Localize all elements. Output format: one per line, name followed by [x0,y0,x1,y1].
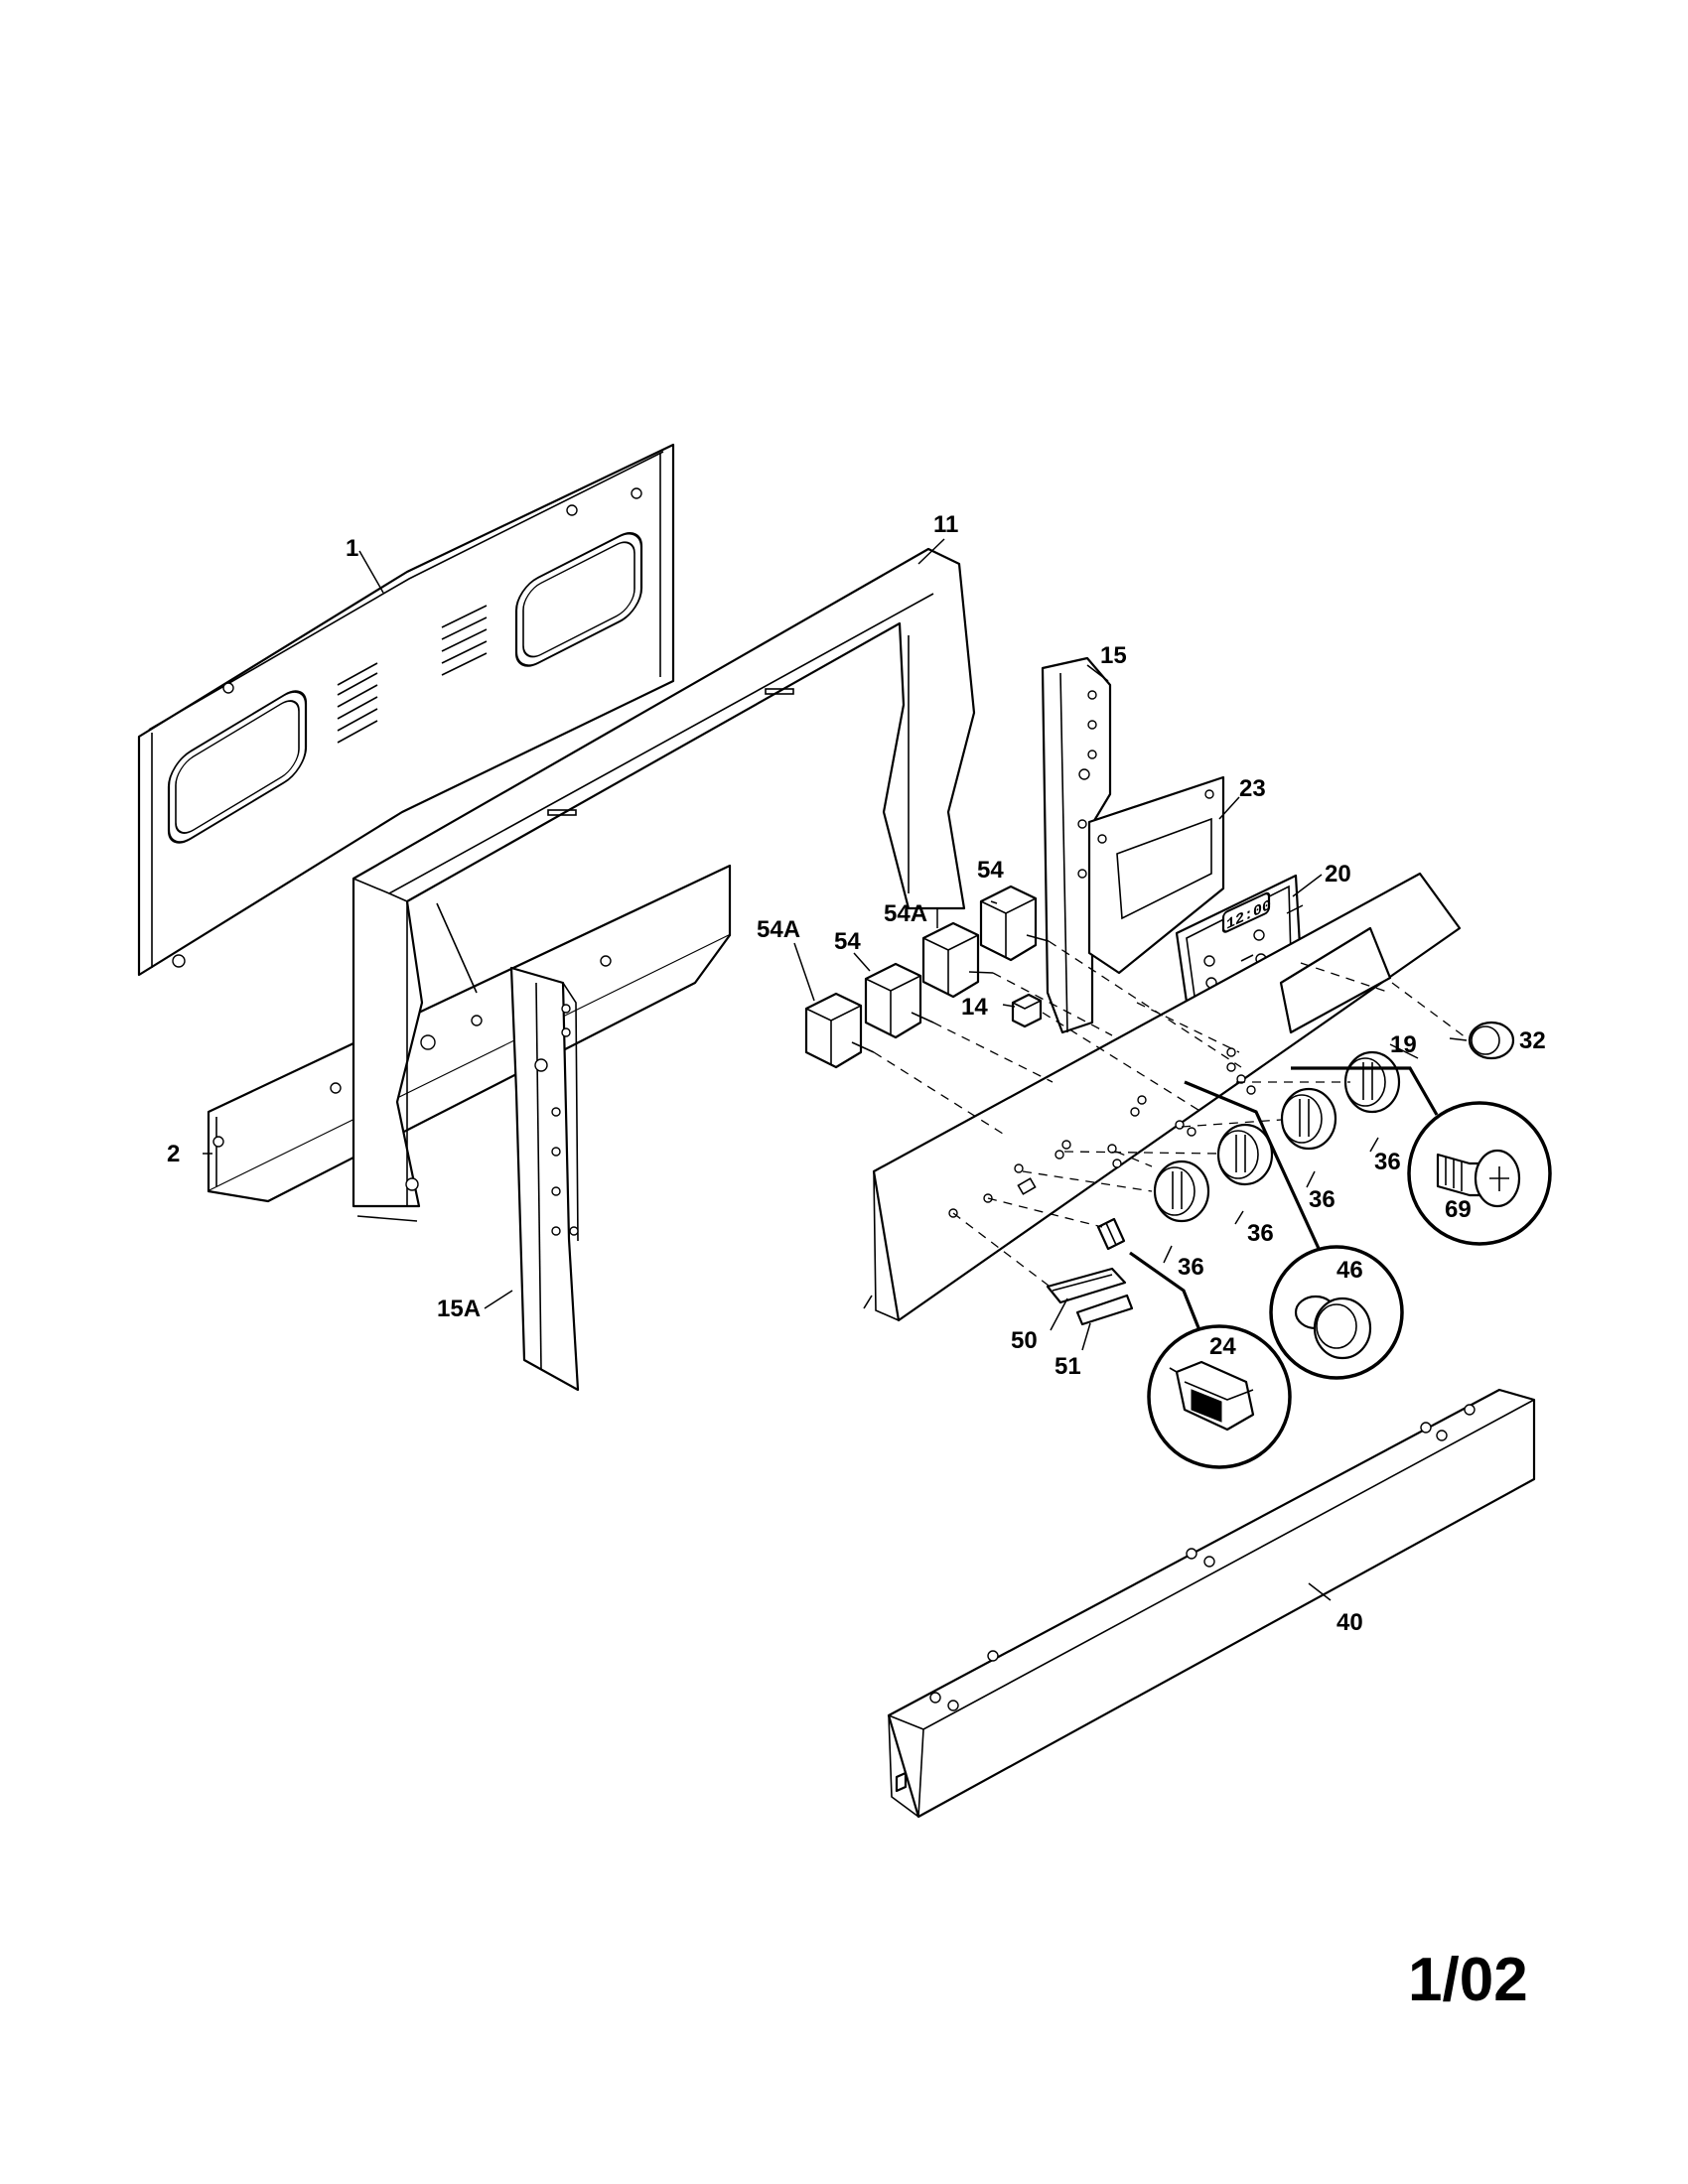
part-36-knob-2 [1216,1123,1274,1186]
part-24-rocker-switch-small [1096,1217,1126,1251]
label-50: 50 [1011,1327,1038,1354]
label-36-c: 36 [1309,1186,1336,1213]
part-labels: 1 2 11 14 15 15A 19 20 23 24 32 36 36 36… [167,511,1546,1636]
part-23-clock-bracket [1087,775,1225,975]
part-54-switch-left [864,962,934,1039]
part-36-knob-3 [1280,1087,1337,1151]
assembly-lines [873,940,1471,1290]
callout-24-rocker-switch [1129,1251,1292,1469]
label-46: 46 [1336,1257,1363,1284]
part-50-rocker-bezel [1046,1267,1127,1304]
label-54-right: 54 [977,857,1004,884]
label-20: 20 [1325,861,1351,887]
label-19: 19 [1390,1031,1417,1058]
part-32-clock-knob [1468,1021,1515,1060]
part-36-knob-1 [1153,1160,1210,1223]
label-24: 24 [1209,1333,1236,1360]
label-54a-left: 54A [757,916,800,943]
label-15: 15 [1100,642,1127,669]
label-2: 2 [167,1141,180,1167]
label-14: 14 [961,994,988,1021]
label-11: 11 [933,511,958,538]
label-40: 40 [1336,1609,1363,1636]
part-54a-switch-left [804,992,875,1069]
page-code: 1/02 [1408,1946,1528,2014]
label-54-left: 54 [834,928,861,955]
part-11-support-frame [352,547,976,1222]
part-54a-switch-right [921,921,994,999]
callout-69-screw [1291,1066,1552,1246]
label-69: 69 [1445,1196,1472,1223]
label-51: 51 [1055,1353,1081,1380]
label-54a-right: 54A [884,900,927,927]
part-40-front-trim [887,1388,1536,1819]
leader-lines [203,538,1468,1601]
label-36-a: 36 [1178,1254,1204,1281]
label-36-d: 36 [1374,1149,1401,1175]
label-32: 32 [1519,1027,1546,1054]
label-36-b: 36 [1247,1220,1274,1247]
part-54-switch-right [979,885,1050,962]
label-1: 1 [346,535,358,562]
part-2-lower-bracket [207,864,732,1203]
label-23: 23 [1239,775,1266,802]
part-15a-left-bracket [509,966,580,1392]
part-15-right-bracket [1041,656,1112,1034]
part-1-back-panel [137,443,675,977]
part-19-control-panel [863,872,1462,1322]
label-15a: 15A [437,1296,481,1322]
part-36-knob-4 [1343,1050,1401,1114]
part-14-connector [1011,993,1043,1028]
callout-46-button [1184,1080,1404,1380]
part-51-lens [1075,1294,1134,1326]
